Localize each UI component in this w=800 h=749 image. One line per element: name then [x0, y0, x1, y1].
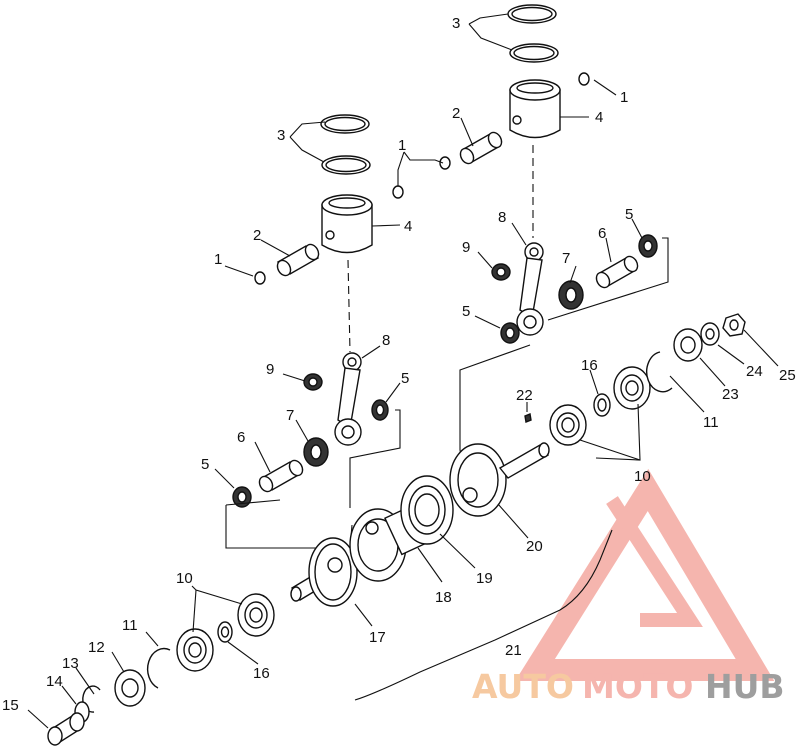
callout-21: 21: [505, 642, 522, 659]
callout-23: 23: [722, 386, 739, 403]
needle-bearing-large: [303, 437, 329, 467]
callout-17: 17: [369, 629, 386, 646]
callout-10: 10: [176, 570, 193, 587]
callout-4: 4: [404, 218, 412, 235]
ball-bearing: [176, 628, 214, 672]
ball-bearing: [237, 593, 275, 637]
callout-18: 18: [435, 589, 452, 606]
crank-web-center: [400, 475, 454, 545]
piston: [509, 89, 561, 139]
watermark-text-hub: HUB: [705, 667, 785, 706]
callout-19: 19: [476, 570, 493, 587]
callout-14: 14: [46, 673, 63, 690]
callout-10: 10: [634, 468, 651, 485]
watermark-text-moto: MOTO: [582, 667, 693, 706]
crank-end-right: [449, 442, 550, 517]
callout-20: 20: [526, 538, 543, 555]
needle-bearing-small: [491, 263, 511, 281]
piston: [321, 204, 373, 254]
callout-16: 16: [253, 665, 270, 682]
right-bearing-stack: [549, 313, 746, 446]
circlip: [392, 185, 404, 199]
callout-4: 4: [595, 109, 603, 126]
callout-6: 6: [598, 225, 606, 242]
callout-8: 8: [382, 332, 390, 349]
connecting-rod: [516, 242, 544, 336]
assembly-bracket: [354, 529, 613, 701]
watermark-triangle-inner: [606, 496, 703, 627]
connecting-rod: [334, 352, 362, 446]
seal: [673, 328, 703, 362]
seal: [114, 669, 146, 707]
callout-1: 1: [214, 251, 222, 268]
callout-3: 3: [277, 127, 285, 144]
callout-2: 2: [253, 227, 261, 244]
nut: [722, 313, 746, 337]
callout-5: 5: [401, 370, 409, 387]
spacer-sleeve: [47, 712, 85, 746]
crankshaft: [290, 413, 550, 607]
callout-11: 11: [122, 617, 138, 634]
callout-9: 9: [266, 361, 274, 378]
callout-6: 6: [237, 429, 245, 446]
piston-pin: [459, 131, 503, 165]
circlip: [578, 72, 590, 86]
snap-ring: [146, 647, 171, 689]
callout-7: 7: [286, 407, 294, 424]
right-piston-group: [439, 4, 669, 461]
callout-8: 8: [498, 209, 506, 226]
watermark-text-auto: AUTO: [472, 667, 574, 706]
callout-3: 3: [452, 15, 460, 32]
circlip: [254, 271, 266, 285]
crank-pin: [258, 459, 304, 493]
leader-lines: [27, 13, 779, 729]
callout-1: 1: [620, 89, 628, 106]
callout-15: 15: [2, 697, 19, 714]
ball-bearing: [549, 404, 587, 446]
crank-pin: [595, 255, 639, 289]
callout-5: 5: [625, 206, 633, 223]
callout-5: 5: [462, 303, 470, 320]
callout-16: 16: [581, 357, 598, 374]
callout-24: 24: [746, 363, 763, 380]
left-piston-group: [225, 114, 404, 549]
callout-11: 11: [703, 414, 719, 431]
woodruff-key: [524, 413, 532, 423]
watermark-triangle: [515, 468, 775, 681]
callout-1: 1: [398, 137, 406, 154]
callout-5: 5: [201, 456, 209, 473]
snap-ring: [646, 351, 673, 393]
callout-25: 25: [779, 367, 796, 384]
left-bearing-stack: [47, 593, 275, 746]
watermark-logo: AUTO MOTO HUB: [472, 468, 785, 706]
circlip: [439, 156, 451, 170]
ball-bearing: [613, 366, 651, 410]
piston-pin: [276, 243, 320, 277]
callout-12: 12: [88, 639, 105, 656]
callout-13: 13: [62, 655, 79, 672]
callout-labels: 3 3 2 2 1 1 1 4 4 8 8 9 9 7 7 6 6 5 5 5 …: [2, 15, 796, 714]
callout-2: 2: [452, 105, 460, 122]
needle-bearing-large: [558, 280, 584, 310]
crank-end-left: [290, 537, 358, 607]
callout-22: 22: [516, 387, 533, 404]
callout-9: 9: [462, 239, 470, 256]
needle-bearing-small: [303, 373, 323, 391]
callout-7: 7: [562, 250, 570, 267]
